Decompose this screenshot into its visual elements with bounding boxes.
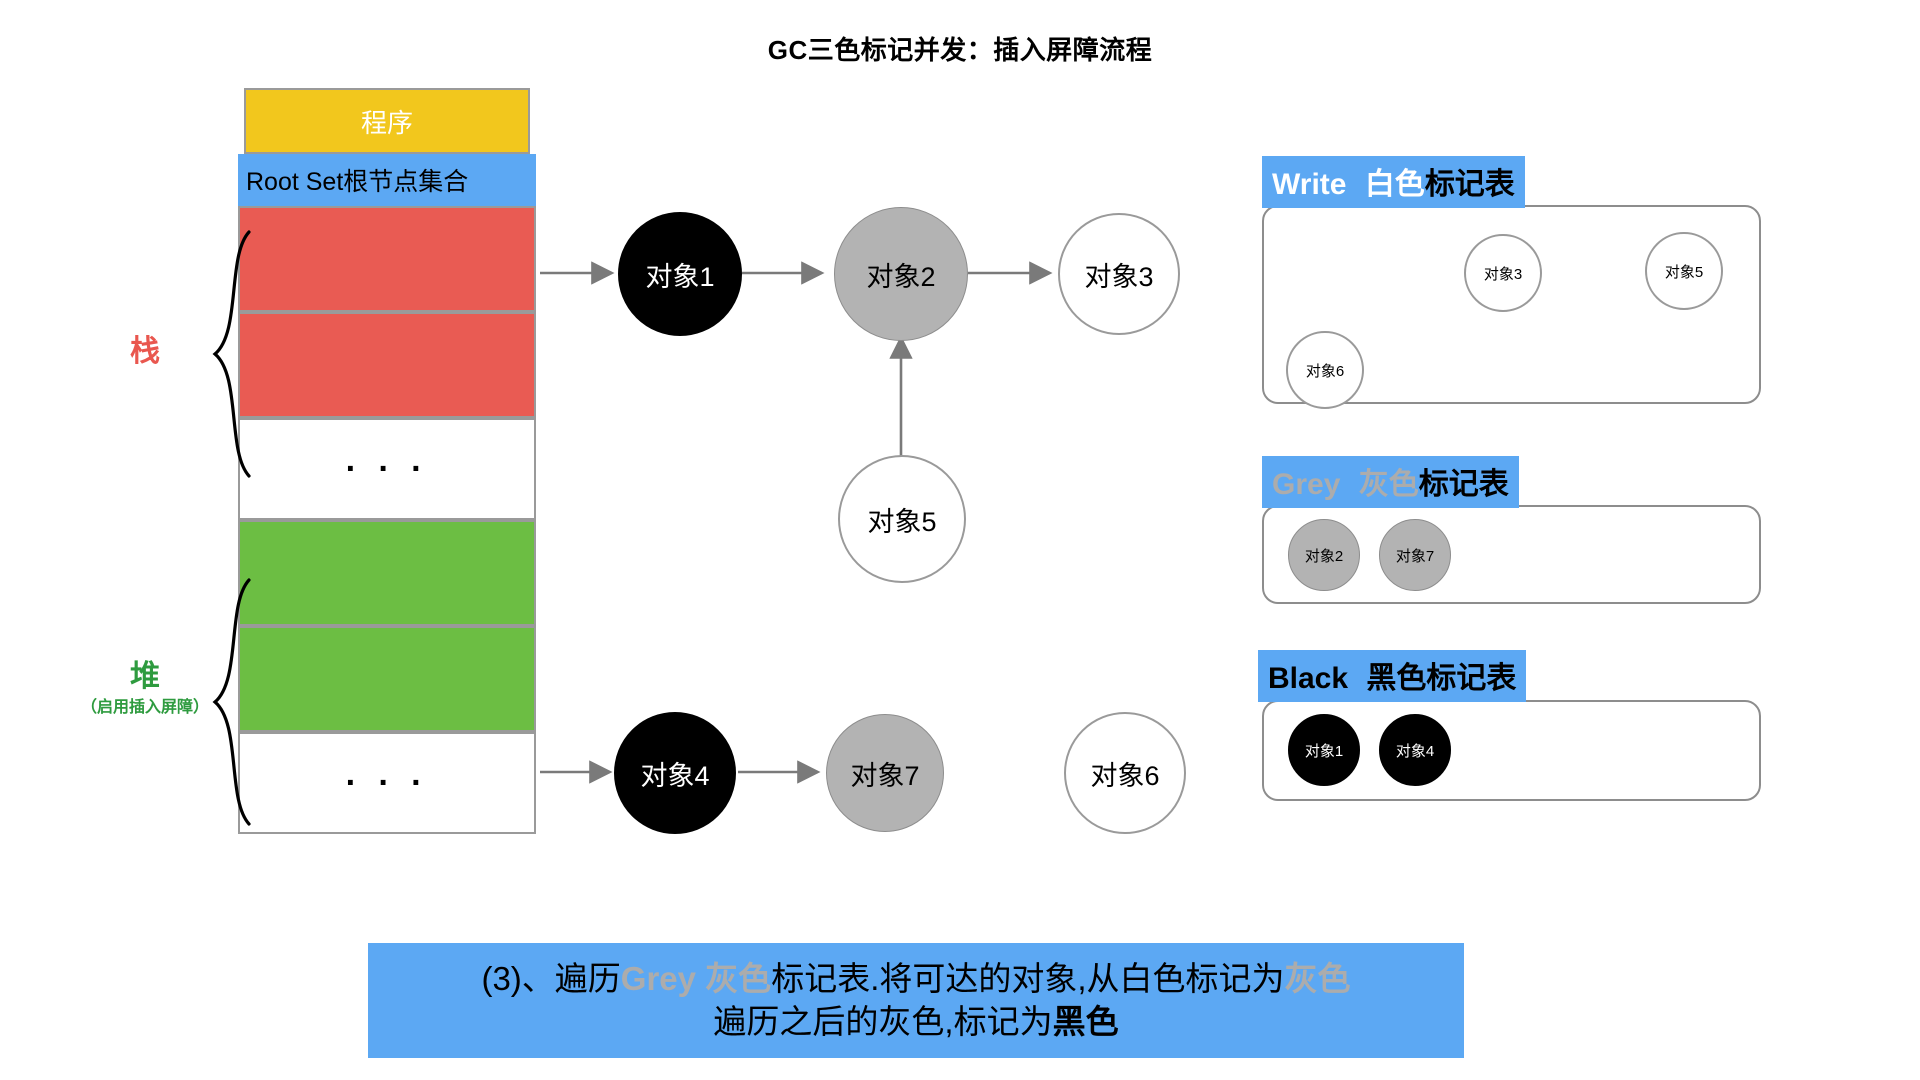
heap-label-text: 堆 — [130, 660, 160, 693]
chip-label: 对象7 — [1395, 547, 1435, 565]
memory-column: 程序 Root Set根节点集合 · · · · · · — [238, 88, 536, 834]
ellipsis-text: · · · — [345, 450, 429, 488]
graph-node-obj1[interactable]: 对象1 — [618, 212, 742, 336]
white-mark-table-header: Write 白色标记表 — [1262, 156, 1525, 208]
white-table-head-cn: 白色 — [1364, 168, 1425, 201]
graph-node-label: 对象6 — [1090, 760, 1160, 791]
graph-node-obj3[interactable]: 对象3 — [1058, 213, 1180, 335]
grey-table-head-cn: 灰色 — [1358, 468, 1419, 501]
black-table-head-en: Black — [1268, 662, 1349, 695]
grey-chip-obj7[interactable]: 对象7 — [1379, 519, 1451, 591]
grey-table-head-en: Grey — [1272, 468, 1341, 501]
heap-brace — [212, 578, 251, 826]
black-chip-obj1[interactable]: 对象1 — [1288, 714, 1360, 786]
stack-slot-1 — [238, 206, 536, 312]
white-mark-table-box: 对象3 对象5 对象6 — [1262, 205, 1761, 409]
grey-chip-obj2[interactable]: 对象2 — [1288, 519, 1360, 591]
white-chip-obj6[interactable]: 对象6 — [1286, 331, 1364, 409]
caption-line2-black: 黑色 — [1052, 1002, 1119, 1040]
black-mark-table-box: 对象1 对象4 — [1262, 700, 1761, 801]
caption-line1-grey: Grey 灰色 — [620, 960, 772, 998]
black-mark-table-header: Black 黑色标记表 — [1258, 650, 1527, 702]
heap-label: 堆 （启用插入屏障） — [40, 660, 250, 717]
program-block: 程序 — [244, 88, 530, 154]
white-chip-obj3[interactable]: 对象3 — [1464, 234, 1542, 312]
graph-node-label: 对象4 — [640, 760, 710, 791]
chip-label: 对象5 — [1664, 263, 1704, 281]
graph-node-label: 对象3 — [1084, 261, 1154, 292]
heap-sub-label-text: （启用插入屏障） — [80, 698, 209, 716]
caption-line2-part-a: 遍历之后的灰色,标记为 — [713, 1002, 1053, 1040]
white-table-head-tail: 标记表 — [1424, 168, 1515, 201]
caption-line-1: (3)、遍历Grey 灰色标记表.将可达的对象,从白色标记为灰色 — [481, 958, 1350, 1000]
page-title: GC三色标记并发：插入屏障流程 — [767, 35, 1153, 65]
heap-ellipsis-slot: · · · — [238, 732, 536, 834]
graph-node-obj2[interactable]: 对象2 — [834, 207, 968, 341]
caption-line1-part-b: 标记表.将可达的对象,从白色标记为 — [771, 960, 1285, 998]
caption-line1-grey-2: 灰色 — [1284, 960, 1351, 998]
black-table-head-tail: 标记表 — [1426, 662, 1517, 695]
graph-node-obj4[interactable]: 对象4 — [614, 712, 736, 834]
stack-label: 栈 — [90, 335, 200, 370]
chip-label: 对象4 — [1395, 742, 1435, 760]
graph-node-label: 对象1 — [645, 261, 715, 292]
caption-line1-part-a: (3)、遍历 — [481, 960, 621, 998]
caption-line-2: 遍历之后的灰色,标记为黑色 — [713, 1001, 1118, 1043]
graph-node-obj7[interactable]: 对象7 — [826, 714, 944, 832]
stack-brace — [212, 230, 251, 478]
graph-node-label: 对象2 — [866, 261, 936, 292]
heap-slot-1 — [238, 520, 536, 626]
stack-label-text: 栈 — [130, 335, 160, 368]
grey-mark-table-header: Grey 灰色标记表 — [1262, 456, 1519, 508]
white-chip-obj5[interactable]: 对象5 — [1645, 232, 1723, 310]
graph-node-label: 对象7 — [850, 760, 920, 791]
chip-label: 对象2 — [1304, 547, 1344, 565]
graph-node-obj6[interactable]: 对象6 — [1064, 712, 1186, 834]
stack-slot-2 — [238, 312, 536, 418]
ellipsis-text-2: · · · — [345, 764, 429, 802]
black-table-head-cn: 黑色 — [1366, 662, 1427, 695]
caption-banner: (3)、遍历Grey 灰色标记表.将可达的对象,从白色标记为灰色 遍历之后的灰色… — [368, 943, 1464, 1058]
graph-node-obj5[interactable]: 对象5 — [838, 455, 966, 583]
chip-label: 对象6 — [1305, 362, 1345, 380]
black-chip-obj4[interactable]: 对象4 — [1379, 714, 1451, 786]
graph-node-label: 对象5 — [867, 506, 937, 537]
stack-ellipsis-slot: · · · — [238, 418, 536, 520]
chip-label: 对象3 — [1483, 265, 1523, 283]
root-set-block: Root Set根节点集合 — [238, 154, 536, 206]
grey-mark-table-box: 对象2 对象7 — [1262, 505, 1761, 604]
white-table-head-en: Write — [1272, 168, 1347, 201]
grey-table-head-tail: 标记表 — [1418, 468, 1509, 501]
chip-label: 对象1 — [1304, 742, 1344, 760]
heap-slot-2 — [238, 626, 536, 732]
